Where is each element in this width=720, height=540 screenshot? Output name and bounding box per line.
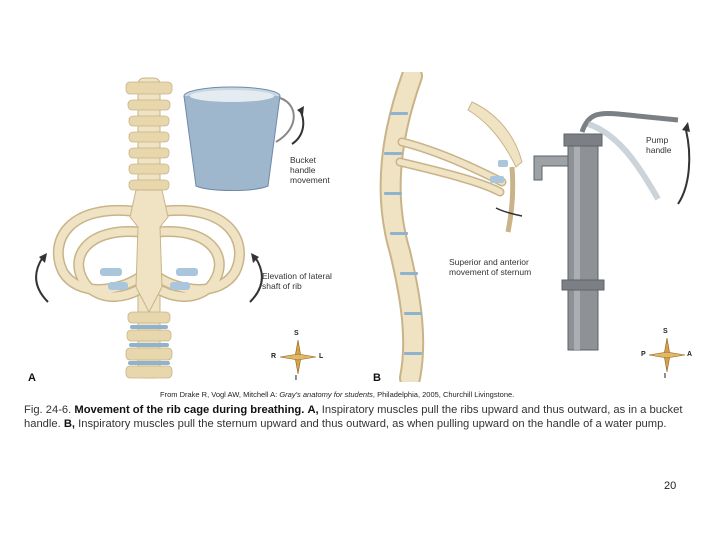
- caption-heading: Movement of the rib cage during breathin…: [74, 404, 305, 416]
- caption-b-letter: B,: [63, 418, 76, 430]
- costal-cartilage-a: [100, 268, 198, 290]
- pump-handle: [579, 110, 679, 133]
- costal-cartilage-b: [490, 160, 508, 183]
- elevation-arrow-right: [249, 256, 263, 303]
- source-title: Gray's anatomy for students: [279, 390, 373, 399]
- elevation-label: Elevation of lateral shaft of rib: [262, 271, 332, 291]
- compass-a: S R L I: [268, 330, 328, 386]
- caption-a-text: Inspiratory muscles pull the ribs upward…: [24, 404, 683, 430]
- compass-b-right: A: [687, 351, 693, 358]
- compass-b-left: P: [641, 351, 646, 358]
- compass-a-left: R: [271, 353, 277, 360]
- panel-b-letter: B: [373, 372, 381, 384]
- compass-a-right: L: [319, 353, 324, 360]
- caption-a-letter: A,: [307, 404, 319, 416]
- panel-b-illustration: [379, 72, 523, 382]
- water-pump-illustration: [533, 110, 691, 351]
- sternum-a: [129, 189, 169, 314]
- compass-b-top: S: [663, 328, 668, 335]
- compass-b-bottom: I: [664, 373, 666, 380]
- page-number: 20: [664, 480, 677, 492]
- source-credit: From Drake R, Vogl AW, Mitchell A: Gray'…: [160, 390, 514, 399]
- elevation-arrow-left: [35, 256, 49, 303]
- compass-rose-icon: [648, 337, 686, 373]
- sternum-arrow: [495, 207, 523, 217]
- caption-fig-number: Fig. 24-6.: [24, 404, 72, 416]
- sternum-b: [467, 101, 523, 168]
- compass-a-top: S: [294, 330, 299, 337]
- compass-rose-icon: [279, 339, 317, 375]
- compass-a-bottom: I: [295, 375, 297, 382]
- source-suffix: , Philadelphia, 2005, Churchill Livingst…: [372, 390, 515, 399]
- sternum-movement-label: Superior and anterior movement of sternu…: [449, 257, 532, 277]
- bucket-handle: [275, 97, 295, 143]
- bucket-handle-label: Bucket handle movement: [290, 155, 330, 185]
- compass-b: S P A I: [637, 328, 697, 384]
- pump-handle-arrow: [677, 129, 691, 205]
- panel-a-illustration: [35, 77, 263, 379]
- pump-handle-label: Pump handle: [646, 135, 672, 155]
- figure-caption: Fig. 24-6. Movement of the rib cage duri…: [24, 403, 692, 431]
- caption-b-text: Inspiratory muscles pull the sternum upw…: [78, 418, 667, 430]
- panel-a-letter: A: [28, 372, 36, 384]
- bucket-illustration: [183, 86, 305, 191]
- spine-a: [125, 77, 173, 379]
- source-prefix: From Drake R, Vogl AW, Mitchell A:: [160, 390, 280, 399]
